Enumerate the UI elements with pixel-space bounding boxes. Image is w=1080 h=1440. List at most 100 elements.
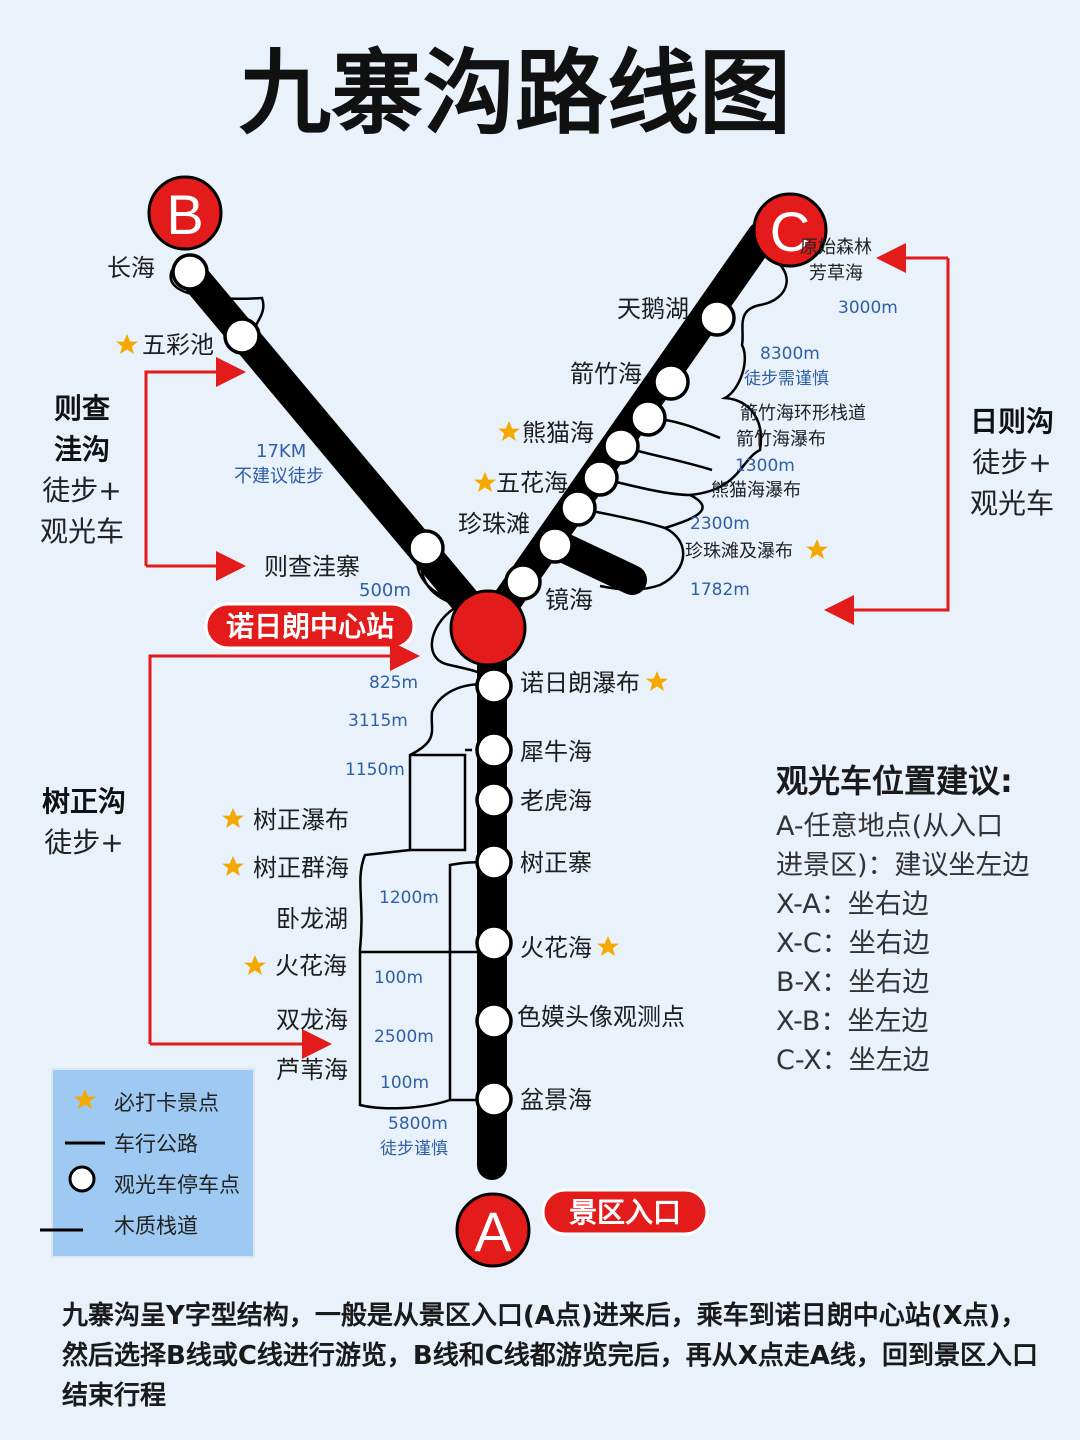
star-icon (597, 936, 619, 956)
stop-semo[interactable] (475, 1002, 513, 1040)
label-huohuahai-left: 火花海 (275, 952, 347, 980)
label-semo: 色嫫头像观测点 (517, 1003, 685, 1031)
label-a-2500: 2500m (374, 1027, 434, 1047)
star-icon (116, 334, 138, 354)
label-shuzheng-waterfall: 树正瀑布 (253, 806, 349, 834)
label-c-1300: 1300m (735, 456, 795, 476)
rize-label-2: 徒步+ (972, 446, 1051, 479)
legend-stop-label: 观光车停车点 (114, 1173, 240, 1197)
star-icon (806, 539, 828, 559)
zecha-label-3: 徒步+ (42, 474, 121, 507)
label-xiongmaohai: 熊猫海 (522, 419, 594, 447)
label-tianehu: 天鹅湖 (617, 295, 689, 323)
stop-changhai[interactable] (171, 253, 209, 291)
label-c-8300: 8300m (760, 344, 820, 364)
stop-xiniuhai[interactable] (475, 731, 513, 769)
center-station-label[interactable]: 诺日朗中心站 (204, 602, 416, 650)
stop-tianehu[interactable] (698, 299, 736, 337)
advice-line: X-A：坐右边 (776, 889, 929, 920)
stop-wuhuahai[interactable] (581, 459, 619, 497)
label-nuorilang-waterfall: 诺日朗瀑布 (520, 669, 640, 697)
stop-wucaichi[interactable] (223, 317, 261, 355)
stop-huohuahai[interactable] (475, 924, 513, 962)
label-a-100-1: 100m (374, 968, 423, 988)
stop-zechawazhai[interactable] (407, 529, 445, 567)
advice-line: C-X：坐左边 (776, 1045, 930, 1076)
label-xiongmao-waterfall: 熊猫海瀑布 (711, 480, 801, 501)
label-c-3000: 3000m (838, 298, 898, 318)
bus-seat-advice: 观光车位置建议: A-任意地点(从入口 进景区)：建议坐左边 X-A：坐右边 X… (776, 762, 1030, 1076)
advice-line: X-C：坐右边 (776, 928, 930, 959)
point-c-marker[interactable]: C (752, 192, 828, 268)
stop-xiongmaohai[interactable] (602, 427, 640, 465)
red-arrows (144, 243, 950, 1059)
stop-penjinghai[interactable] (475, 1080, 513, 1118)
stops (171, 253, 736, 1118)
stop-jinghai[interactable] (504, 563, 542, 601)
zecha-label-1: 则查 (54, 392, 110, 425)
stop-shuzhengzhai[interactable] (475, 843, 513, 881)
label-a-3115: 3115m (348, 711, 408, 731)
label-a-caution: 徒步谨慎 (380, 1139, 448, 1159)
zecha-label-2: 洼沟 (54, 433, 110, 466)
label-jinghai: 镜海 (545, 586, 593, 614)
svg-text:景区入口: 景区入口 (569, 1196, 681, 1229)
label-wucaichi: 五彩池 (142, 331, 214, 359)
stop-laohuhai[interactable] (475, 781, 513, 819)
star-icon (474, 472, 496, 492)
advice-title: 观光车位置建议: (776, 762, 1013, 800)
stop-zhenzhutan[interactable] (559, 489, 597, 527)
entrance-label[interactable]: 景区入口 (541, 1188, 709, 1236)
label-zhenzhu-waterfall: 珍珠滩及瀑布 (685, 541, 793, 562)
route-summary: 九寨沟呈Y字型结构，一般是从景区入口(A点)进来后，乘车到诺日朗中心站(X点)，… (62, 1301, 1038, 1411)
advice-line: B-X：坐右边 (776, 967, 929, 998)
legend-boardwalk-label: 木质栈道 (114, 1214, 198, 1238)
point-a-marker[interactable]: A (455, 1192, 531, 1268)
svg-text:诺日朗中心站: 诺日朗中心站 (226, 610, 394, 643)
label-a-1200: 1200m (379, 888, 439, 908)
point-b-marker[interactable]: B (147, 175, 223, 251)
star-icon (222, 856, 244, 876)
rize-label-3: 观光车 (970, 487, 1054, 520)
label-yuanshi-senlin: 原始森林 (800, 237, 872, 258)
label-zechawazhai: 则查洼寨 (264, 553, 360, 581)
stop-zhenzhu-waterfall[interactable] (536, 526, 574, 564)
advice-line: 进景区)：建议坐左边 (776, 850, 1030, 881)
rize-label-1: 日则沟 (970, 405, 1054, 438)
label-c-2300: 2300m (690, 514, 750, 534)
label-a-1150: 1150m (345, 760, 405, 780)
label-zhenzhutan: 珍珠滩 (458, 510, 530, 538)
label-wolonghu: 卧龙湖 (276, 905, 348, 933)
legend-road-label: 车行公路 (114, 1132, 198, 1156)
advice-line: A-任意地点(从入口 (776, 811, 1003, 842)
shuzheng-label-1: 树正沟 (42, 785, 126, 818)
shuzheng-label-2: 徒步+ (44, 826, 123, 859)
label-fangcaohai: 芳草海 (809, 263, 863, 284)
center-station-marker[interactable] (449, 589, 527, 667)
label-c-caution: 徒步需谨慎 (744, 369, 829, 389)
legend-star-label: 必打卡景点 (114, 1091, 219, 1115)
star-icon (222, 808, 244, 828)
map-title: 九寨沟路线图 (239, 40, 791, 147)
label-huohuahai-right: 火花海 (520, 934, 592, 962)
label-xiniuhai: 犀牛海 (520, 738, 592, 766)
star-icon (498, 421, 520, 441)
svg-text:B: B (166, 183, 203, 246)
label-laohuhai: 老虎海 (520, 787, 592, 815)
label-a-100-2: 100m (380, 1073, 429, 1093)
stop-jianzhu-boardwalk[interactable] (629, 399, 667, 437)
label-a-5800: 5800m (388, 1114, 448, 1134)
label-c-1782: 1782m (690, 580, 750, 600)
label-wuhuahai: 五花海 (496, 469, 568, 497)
label-shuanglonghai: 双龙海 (276, 1006, 348, 1034)
advice-line: X-B：坐左边 (776, 1006, 928, 1037)
label-jianzhu-boardwalk: 箭竹海环形栈道 (740, 403, 866, 424)
stop-nuorilang-waterfall[interactable] (475, 667, 513, 705)
label-a-825: 825m (369, 673, 418, 693)
stop-jianzhuhai[interactable] (652, 363, 690, 401)
star-icon (244, 955, 266, 975)
label-penjinghai: 盆景海 (520, 1086, 592, 1114)
svg-text:C: C (770, 200, 810, 263)
label-luweihai: 芦苇海 (276, 1056, 348, 1084)
